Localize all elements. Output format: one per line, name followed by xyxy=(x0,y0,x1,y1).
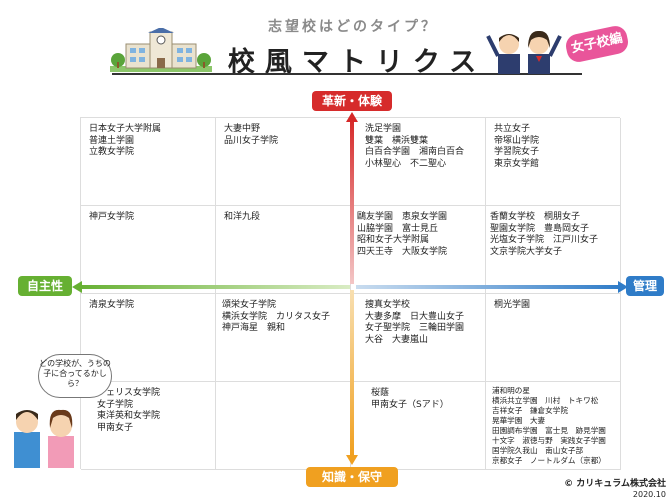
school-name: 昭和女子大学附属 xyxy=(357,235,430,245)
matrix-cell: 鷗友学園 恵泉女学園 山脇学園 富士見丘 昭和女子大学附属 四天王寺 大阪女学院 xyxy=(351,206,486,294)
matrix-cell xyxy=(216,382,351,470)
axis-arrow-up xyxy=(350,118,354,284)
school-name: 桜蔭 xyxy=(371,388,390,398)
axis-arrow-left xyxy=(76,285,350,289)
school-name: 日本女子大学附属 xyxy=(89,124,162,134)
school-name: 京都女子 ノートルダム（京都） xyxy=(492,456,606,465)
school-name: 大谷 大妻嵐山 xyxy=(365,334,429,345)
school-name: 女子聖学院 三輪田学園 xyxy=(365,323,465,333)
school-name: 甲南女子 xyxy=(97,422,134,433)
school-name: 帝塚山学院 xyxy=(494,135,540,146)
girls-school-badge: 女子校編 xyxy=(563,23,631,65)
school-name: 共立女子 xyxy=(494,124,531,134)
school-name: 香蘭女学校 桐朋女子 xyxy=(490,212,581,222)
publish-date: 2020.10 xyxy=(632,490,666,499)
school-building-illustration xyxy=(108,27,214,74)
school-name: 立教女学院 xyxy=(89,147,135,157)
arrow-left-icon xyxy=(72,281,82,293)
school-name: 聖園女学院 豊島岡女子 xyxy=(490,223,590,234)
speech-bubble: どの学校が、うちの子に合ってるかしら？ xyxy=(38,354,112,398)
school-name: 神戸女学院 xyxy=(89,212,135,222)
school-name: 学習院女子 xyxy=(494,147,540,157)
school-name: 浦和明の星 xyxy=(492,386,530,395)
school-name: 和洋九段 xyxy=(224,212,261,222)
axis-arrow-right xyxy=(356,285,622,289)
school-name: 国学院久我山 南山女子部 xyxy=(492,446,584,455)
axis-arrow-down xyxy=(350,290,354,456)
school-name: 田園調布学園 富士見 跡見学園 xyxy=(492,426,606,435)
school-name: 十文字 淑徳与野 実践女子学園 xyxy=(492,436,606,445)
school-name: 白百合学園 湘南白百合 xyxy=(365,147,465,157)
school-name: 普連土学園 xyxy=(89,135,135,146)
school-name: 大妻中野 xyxy=(224,124,261,134)
school-name: 甲南女子（Sアド） xyxy=(371,399,449,410)
students-illustration xyxy=(484,26,564,74)
matrix-cell: 神戸女学院 xyxy=(81,206,216,294)
matrix-cell: 共立女子 帝塚山学院 学習院女子 東京女学館 xyxy=(486,118,621,206)
school-name: 小林聖心 不二聖心 xyxy=(365,158,447,169)
school-name: 桐光学園 xyxy=(494,300,531,310)
school-name: 神戸海星 親和 xyxy=(222,323,286,333)
matrix-cell: フェリス女学院 女子学院 東洋英和女学院 甲南女子 xyxy=(81,382,216,470)
school-name: 女子学院 xyxy=(97,399,134,410)
axis-label-bottom: 知識・保守 xyxy=(306,467,398,487)
school-name: 光塩女子学院 江戸川女子 xyxy=(490,235,599,245)
school-name: 捜真女学校 xyxy=(365,300,411,310)
matrix-cell: 頌栄女子学院 横浜女学院 カリタス女子 神戸海星 親和 xyxy=(216,294,351,382)
title-underline xyxy=(112,73,582,75)
parents-illustration xyxy=(10,398,78,468)
copyright: © カリキュラム株式会社 xyxy=(564,479,666,489)
school-name: 雙葉 横浜雙葉 xyxy=(365,135,429,146)
matrix-cell: 香蘭女学校 桐朋女子 聖園女学院 豊島岡女子 光塩女子学院 江戸川女子 文京学院… xyxy=(486,206,621,294)
axis-label-top: 革新・体験 xyxy=(312,91,392,111)
school-name: フェリス女学院 xyxy=(97,388,161,398)
school-name: 大妻多摩 日大豊山女子 xyxy=(365,311,465,322)
school-name: 吉祥女子 鎌倉女学院 xyxy=(492,406,568,415)
matrix-cell: 清泉女学院 xyxy=(81,294,216,382)
matrix-cell: 日本女子大学附属 普連土学園 立教女学院 xyxy=(81,118,216,206)
school-name: 品川女子学院 xyxy=(224,135,279,146)
matrix-cell: 桜蔭 甲南女子（Sアド） xyxy=(351,382,486,470)
school-name: 東洋英和女学院 xyxy=(97,411,161,421)
school-name: 山脇学園 富士見丘 xyxy=(357,223,439,234)
matrix-cell: 浦和明の星 横浜共立学園 川村 トキワ松 吉祥女子 鎌倉女学院 晃華学園 大妻 … xyxy=(486,382,621,470)
arrow-down-icon xyxy=(346,455,358,465)
school-name: 横浜女学院 カリタス女子 xyxy=(222,311,331,322)
matrix-cell: 和洋九段 xyxy=(216,206,351,294)
school-name: 頌栄女子学院 xyxy=(222,300,277,310)
school-name: 東京女学館 xyxy=(494,158,540,169)
school-name: 文京学院大学女子 xyxy=(490,246,563,257)
school-name: 洗足学園 xyxy=(365,124,402,134)
school-name: 横浜共立学園 川村 トキワ松 xyxy=(492,396,599,405)
school-name: 清泉女学院 xyxy=(89,300,135,310)
axis-label-right: 管理 xyxy=(626,276,664,296)
page-title: 校風マトリクス xyxy=(227,47,487,78)
matrix-cell: 桐光学園 xyxy=(486,294,621,382)
school-name: 四天王寺 大阪女学院 xyxy=(357,246,448,257)
school-name: 晃華学園 大妻 xyxy=(492,416,546,425)
school-name: 鷗友学園 恵泉女学園 xyxy=(357,212,448,222)
arrow-up-icon xyxy=(346,112,358,122)
matrix-cell: 捜真女学校 大妻多摩 日大豊山女子 女子聖学院 三輪田学園 大谷 大妻嵐山 xyxy=(351,294,486,382)
header-subtitle: 志望校はどのタイプ？ xyxy=(268,19,438,35)
matrix-cell: 大妻中野 品川女子学院 xyxy=(216,118,351,206)
matrix-cell: 洗足学園 雙葉 横浜雙葉 白百合学園 湘南白百合 小林聖心 不二聖心 xyxy=(351,118,486,206)
arrow-right-icon xyxy=(618,281,628,293)
axis-label-left: 自主性 xyxy=(18,276,72,296)
